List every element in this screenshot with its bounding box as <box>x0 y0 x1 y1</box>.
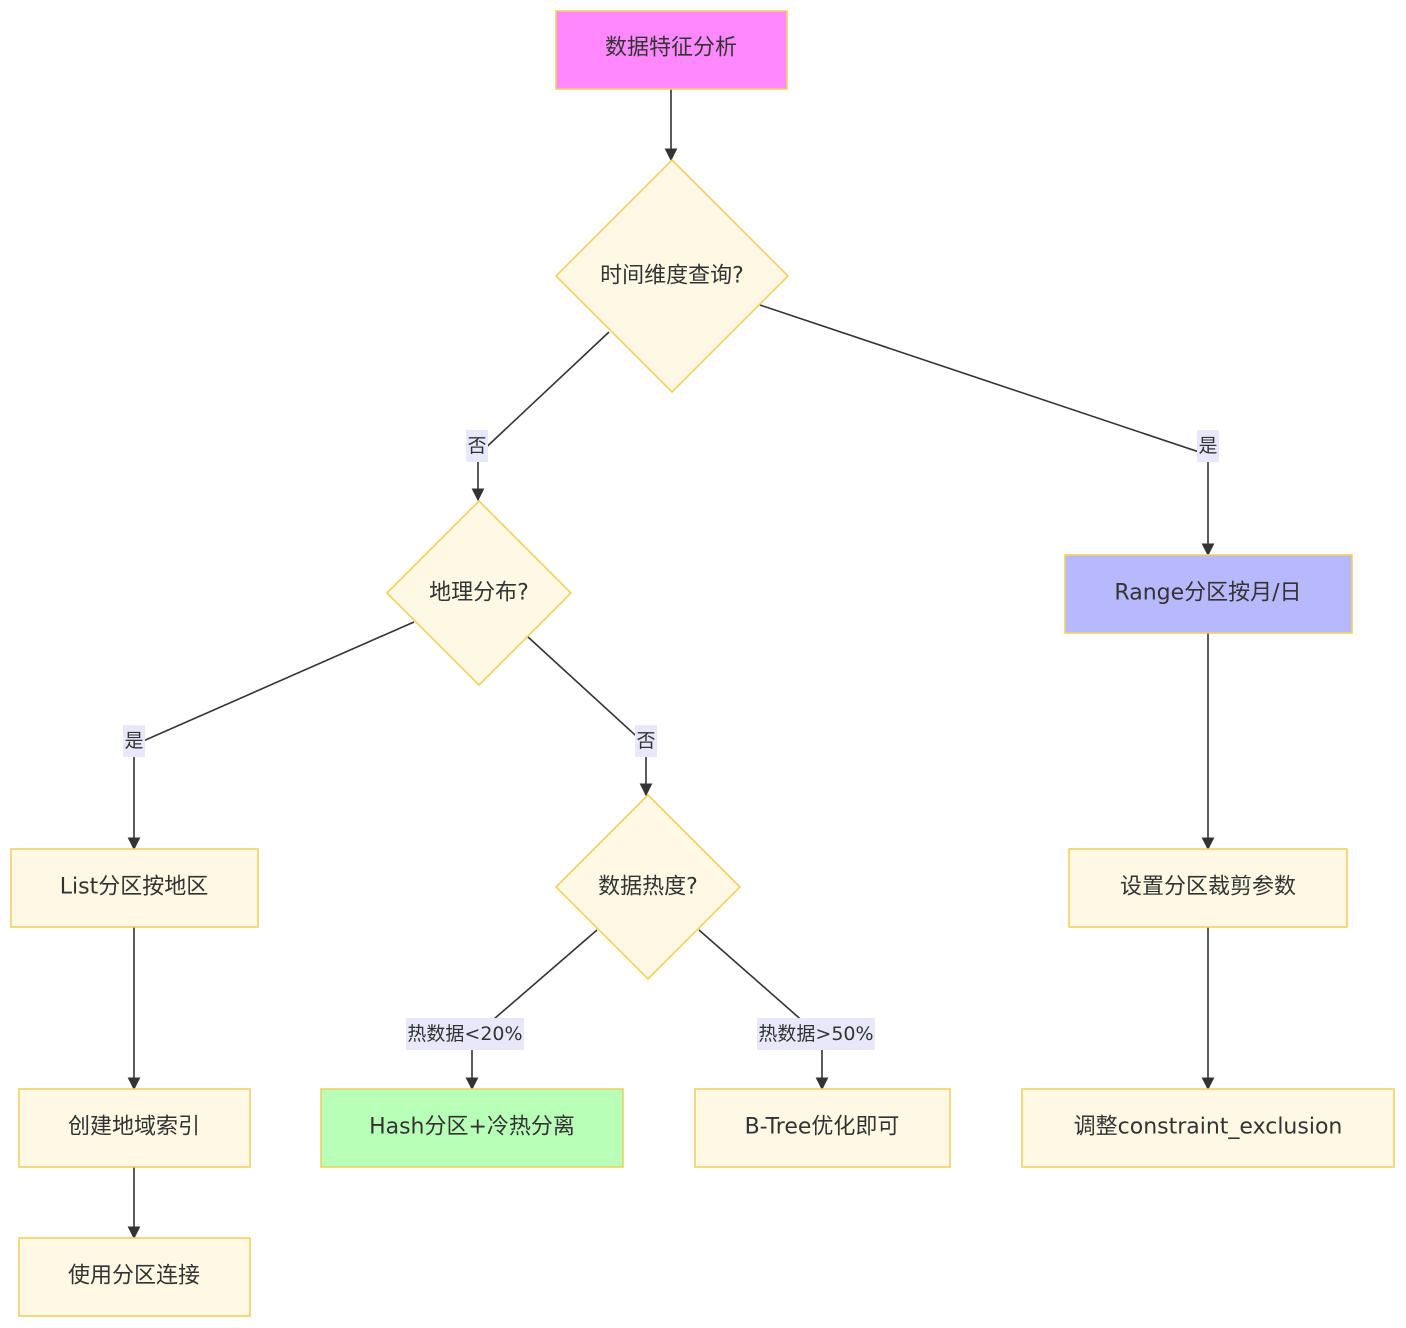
node-list-partition-text: List分区按地区 <box>60 875 208 900</box>
node-geo-index-text: 创建地域索引 <box>68 1115 200 1140</box>
node-hash-partition-text: Hash分区+冷热分离 <box>369 1115 575 1140</box>
edge-geo-to-list <box>127 621 415 851</box>
edge-heat-to-hash <box>465 929 598 1091</box>
node-heat-text: 数据热度? <box>598 875 698 900</box>
node-start: 数据特征分析 <box>555 10 788 90</box>
edge-label-time-yes: 是 <box>1197 430 1219 462</box>
edge-label-time-yes-text: 是 <box>1198 435 1217 457</box>
edge-label-time-no-text: 否 <box>467 435 486 457</box>
node-time-query: 时间维度查询? <box>554 158 790 394</box>
node-pruning-text: 设置分区裁剪参数 <box>1120 875 1296 900</box>
edge-geo-to-heat <box>527 636 653 797</box>
node-btree: B-Tree优化即可 <box>694 1088 951 1168</box>
node-range-partition: Range分区按月/日 <box>1064 554 1353 634</box>
node-range-partition-text: Range分区按月/日 <box>1114 581 1301 606</box>
edge-labels: 否 是 是 否 热数据<20% 热数据>50% <box>123 430 1219 1050</box>
node-constraint: 调整constraint_exclusion <box>1021 1088 1395 1168</box>
node-hash-partition: Hash分区+冷热分离 <box>320 1088 624 1168</box>
edge-label-time-no: 否 <box>466 430 488 462</box>
node-btree-text: B-Tree优化即可 <box>745 1115 900 1140</box>
node-partition-join: 使用分区连接 <box>18 1237 251 1317</box>
edge-label-heat-high-text: 热数据>50% <box>758 1023 873 1045</box>
edge-label-geo-yes-text: 是 <box>124 730 143 752</box>
node-heat: 数据热度? <box>554 793 742 981</box>
edge-heat-to-btree <box>698 929 829 1091</box>
node-geo-index: 创建地域索引 <box>18 1088 251 1168</box>
node-constraint-text: 调整constraint_exclusion <box>1074 1115 1343 1140</box>
node-time-query-text: 时间维度查询? <box>600 264 744 289</box>
edge-time-to-range <box>759 304 1215 557</box>
node-list-partition: List分区按地区 <box>10 848 259 928</box>
nodes: 数据特征分析 时间维度查询? 地理分布? Range分区按月/日 List分区按… <box>10 10 1395 1317</box>
edge-label-geo-no: 否 <box>635 725 657 757</box>
node-pruning: 设置分区裁剪参数 <box>1068 848 1348 928</box>
node-geo-text: 地理分布? <box>429 581 529 606</box>
edge-label-heat-low: 热数据<20% <box>406 1018 524 1050</box>
edge-label-geo-yes: 是 <box>123 725 145 757</box>
node-start-text: 数据特征分析 <box>605 36 737 61</box>
node-geo: 地理分布? <box>385 499 573 687</box>
edge-label-heat-high: 热数据>50% <box>757 1018 875 1050</box>
edge-label-heat-low-text: 热数据<20% <box>407 1023 522 1045</box>
edge-label-geo-no-text: 否 <box>636 730 655 752</box>
node-partition-join-text: 使用分区连接 <box>68 1264 200 1289</box>
edge-time-to-geo <box>471 331 610 502</box>
